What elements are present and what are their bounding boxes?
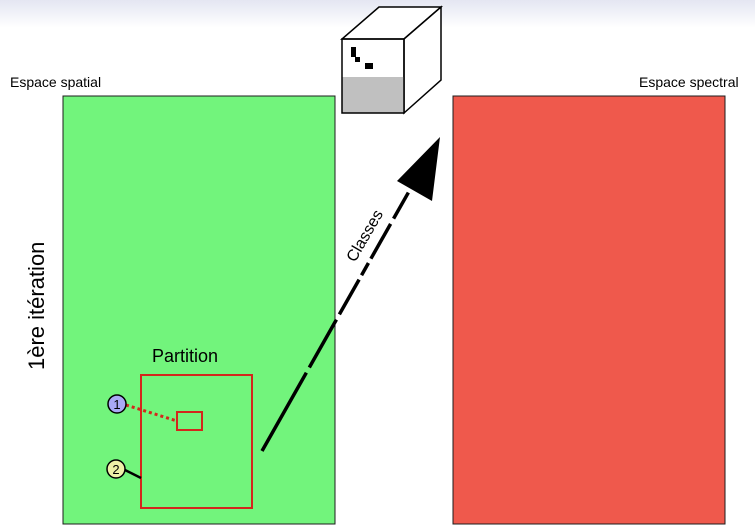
partition-sub-region [176,411,203,431]
cube-pixel-3 [365,63,373,69]
marker-2-connector [124,468,142,480]
classes-arrow-shaft [260,171,422,452]
cube-front-face [341,38,405,114]
marker-1-label: 1 [113,397,120,412]
classes-arrow-head [397,137,440,201]
marker-1: 1 [107,394,127,414]
image-cube-icon [339,5,444,115]
spatial-space-panel [62,95,336,525]
partition-label: Partition [152,346,218,366]
spectral-space-panel [452,95,726,525]
marker-2: 2 [106,459,126,479]
partition-box [140,374,253,509]
classes-label: Classes [344,207,387,265]
cube-front-bottom [342,77,404,113]
spatial-space-label: Espace spatial [10,74,101,90]
cube-pixel-2 [355,57,360,62]
iteration-label: 1ère itération [24,242,49,370]
cube-pixel-1 [351,47,356,57]
spectral-space-label: Espace spectral [639,74,739,90]
marker-2-label: 2 [112,462,119,477]
marker-1-connector [125,403,178,423]
